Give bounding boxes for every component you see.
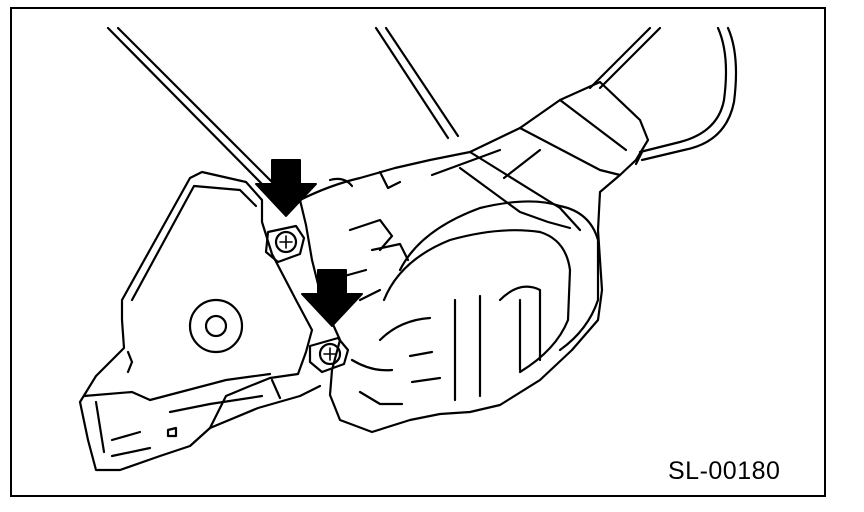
figure-border	[10, 7, 826, 497]
door-lock-assembly-drawing	[78, 26, 738, 472]
actuator-housing	[78, 170, 322, 472]
upper-arrow-icon	[255, 159, 317, 217]
upper-bolt	[264, 224, 306, 264]
lower-arrow-icon	[301, 269, 363, 327]
lower-bolt	[308, 336, 350, 374]
door-lock-body	[298, 80, 650, 434]
control-rods	[106, 26, 738, 186]
figure-reference-code: SL-00180	[668, 457, 781, 485]
